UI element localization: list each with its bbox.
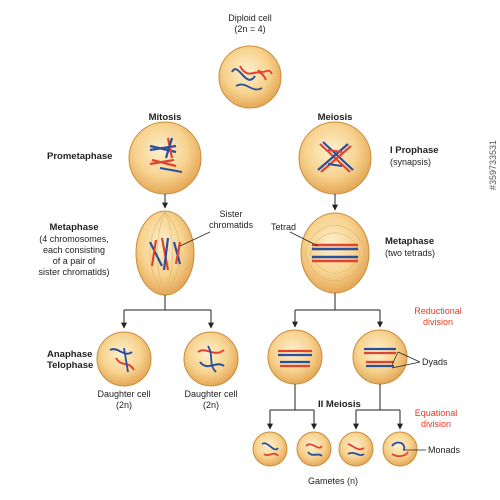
leader-lines (179, 231, 426, 451)
cell-monad-1 (252, 431, 288, 467)
label-daughter-2: Daughter cell (184, 389, 238, 399)
leader-dyads-2 (397, 351, 421, 363)
label-diploid: Diploid cell (228, 13, 272, 23)
cell-monad-3 (338, 431, 374, 467)
label-prophase-1: I Prophase (390, 145, 439, 156)
label-reductional-division: division (422, 317, 454, 327)
watermark-id: #359733531 (488, 140, 498, 191)
cell-dyad-2 (352, 329, 408, 385)
label-two-tetrads: (two tetrads) (385, 248, 436, 258)
label-anaphase: Anaphase (47, 349, 93, 360)
label-reductional: Reductional (414, 306, 462, 316)
label-daughter-2-formula: (2n) (202, 400, 220, 410)
cell-metaphase-meiosis (300, 212, 370, 294)
label-diploid-formula: (2n = 4) (234, 24, 266, 34)
cell-prometaphase (128, 121, 202, 195)
cell-prophase-1 (298, 121, 372, 195)
label-equational: Equational (414, 408, 458, 418)
label-meiosis: Meiosis (317, 112, 353, 123)
label-synapsis: (synapsis) (390, 157, 432, 167)
label-daughter-1-formula: (2n) (115, 400, 133, 410)
leader-tetrad (289, 231, 319, 247)
cell-daughter-2 (183, 331, 239, 387)
label-sister: Sister (219, 209, 243, 219)
label-prometaphase: Prometaphase (47, 151, 113, 162)
leader-dyads-3 (391, 361, 421, 369)
label-daughter-1: Daughter cell (97, 389, 151, 399)
leader-sister-chromatids (179, 231, 211, 247)
cell-dyad-1 (267, 329, 323, 385)
cell-monad-2 (296, 431, 332, 467)
label-dyads: Dyads (422, 357, 448, 367)
cell-monad-4 (382, 431, 418, 467)
label-gametes: Gametes (n) (307, 476, 359, 486)
label-metaphase-desc-1: (4 chromosomes, (39, 234, 109, 244)
label-metaphase-mitosis: Metaphase (49, 222, 99, 233)
label-metaphase-desc-3: of a pair of (52, 256, 96, 266)
label-equational-division: division (420, 419, 452, 429)
cell-diploid (218, 45, 282, 109)
label-metaphase-desc-4: sister chromatids) (38, 267, 110, 277)
label-mitosis: Mitosis (148, 112, 182, 123)
leader-dyads-1 (391, 351, 399, 366)
label-metaphase-desc-2: each consisting (42, 245, 106, 255)
label-monads: Monads (428, 445, 461, 455)
label-metaphase-meiosis: Metaphase (385, 236, 435, 247)
label-ii-meiosis: II Meiosis (318, 399, 361, 410)
cell-metaphase-mitosis (135, 210, 195, 296)
label-chromatids: chromatids (208, 220, 254, 230)
label-tetrad: Tetrad (271, 222, 297, 232)
label-telophase: Telophase (47, 360, 94, 371)
connectors (121, 194, 403, 430)
cell-daughter-1 (96, 331, 152, 387)
